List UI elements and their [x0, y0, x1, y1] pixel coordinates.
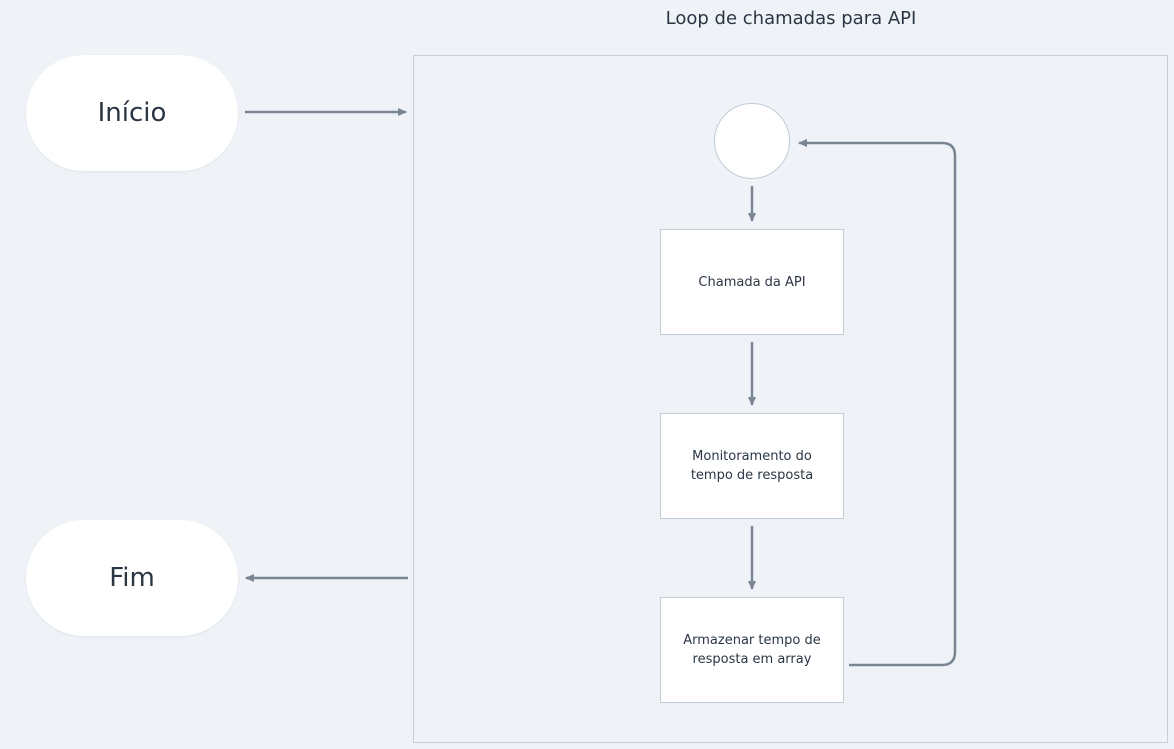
step-api-call[interactable]: Chamada da API — [660, 229, 844, 335]
step-store-response-time[interactable]: Armazenar tempo de resposta em array — [660, 597, 844, 703]
start-node[interactable]: Início — [26, 55, 238, 171]
end-node[interactable]: Fim — [26, 520, 238, 636]
loop-title: Loop de chamadas para API — [665, 8, 917, 29]
step-monitor-response-time[interactable]: Monitoramento do tempo de resposta — [660, 413, 844, 519]
loop-junction-circle[interactable] — [714, 103, 790, 179]
